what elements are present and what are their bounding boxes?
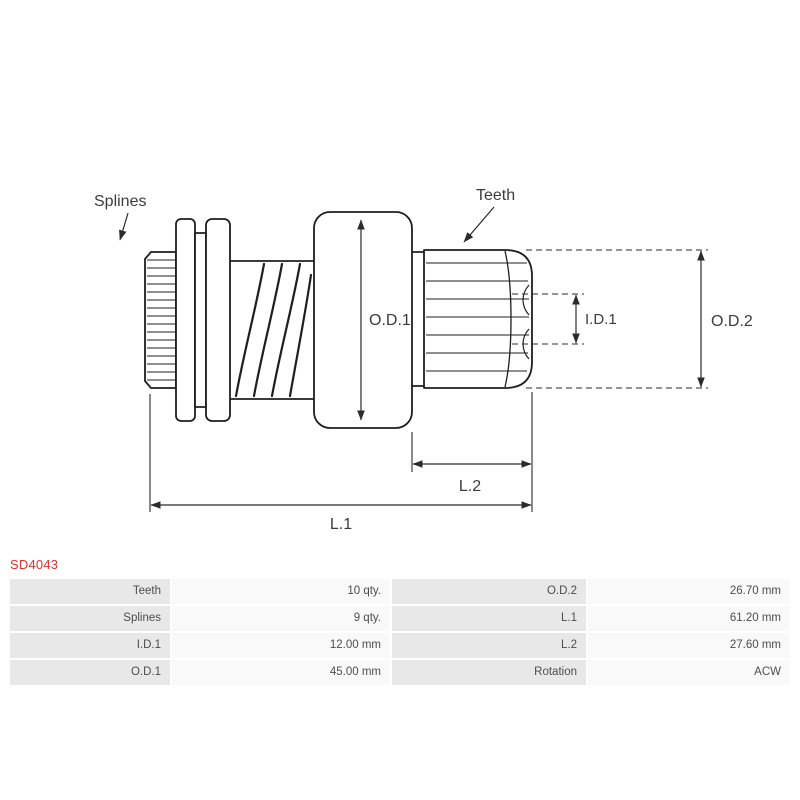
flange-disc-1	[175, 218, 196, 422]
drive-part-outline	[144, 211, 533, 429]
spec-label-od2: O.D.2	[392, 579, 586, 604]
spec-value-od2: 26.70 mm	[588, 579, 790, 604]
l1-dimension-label: L.1	[330, 516, 352, 533]
dimension-l2	[411, 392, 533, 512]
spec-value-od1: 45.00 mm	[172, 660, 390, 685]
spec-table: Teeth 10 qty. O.D.2 26.70 mm Splines 9 q…	[10, 579, 790, 685]
starter-drive-diagram: O.D.1 I.D.1 O.D.2 L.2 L.1 Splines Teeth	[94, 187, 753, 533]
l2-dimension-label: L.2	[459, 478, 481, 495]
spec-label-teeth: Teeth	[10, 579, 170, 604]
spec-label-splines: Splines	[10, 606, 170, 631]
dimension-id1	[512, 293, 584, 345]
spline-hatch-lines	[147, 259, 175, 381]
gear-chamfer-curve	[504, 250, 512, 388]
spec-value-id1: 12.00 mm	[172, 633, 390, 658]
spec-value-l1: 61.20 mm	[588, 606, 790, 631]
splines-callout-label: Splines	[94, 193, 146, 210]
spec-label-od1: O.D.1	[10, 660, 170, 685]
gear-tooth-end-arc-1	[522, 284, 530, 316]
technical-drawing-area: O.D.1 I.D.1 O.D.2 L.2 L.1 Splines Teeth	[94, 187, 753, 533]
od1-dimension-label: O.D.1	[369, 312, 411, 329]
splines-callout-arrow	[119, 212, 129, 241]
spec-label-l2: L.2	[392, 633, 586, 658]
dimension-l1	[149, 394, 532, 512]
flange-groove	[194, 232, 207, 408]
spec-label-l1: L.1	[392, 606, 586, 631]
spec-value-rotation: ACW	[588, 660, 790, 685]
neck-step-lines	[412, 251, 424, 387]
spec-value-splines: 9 qty.	[172, 606, 390, 631]
id1-dimension-label: I.D.1	[585, 311, 617, 328]
spec-value-teeth: 10 qty.	[172, 579, 390, 604]
spec-value-l2: 27.60 mm	[588, 633, 790, 658]
pinion-gear-outline	[423, 249, 533, 389]
teeth-callout-arrow	[463, 206, 495, 243]
spline-shaft-outline	[144, 251, 177, 389]
dimension-od2	[526, 249, 708, 389]
part-number: SD4043	[10, 557, 59, 572]
teeth-callout-label: Teeth	[476, 187, 515, 204]
spec-label-id1: I.D.1	[10, 633, 170, 658]
flange-disc-2	[205, 218, 231, 422]
coil-spring	[234, 262, 313, 398]
spec-label-rotation: Rotation	[392, 660, 586, 685]
od2-dimension-label: O.D.2	[711, 313, 753, 330]
